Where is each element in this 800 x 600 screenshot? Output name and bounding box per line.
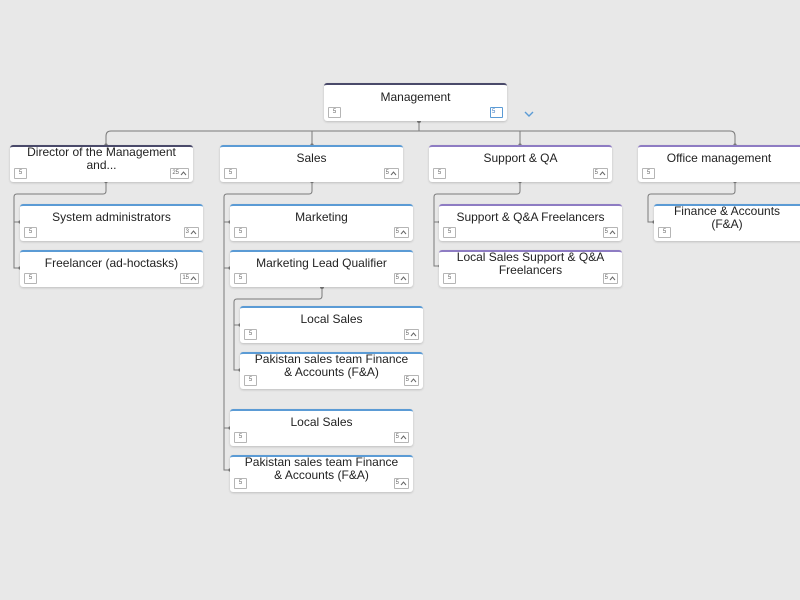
node-title: Local Sales [290, 415, 353, 429]
node-title: Local Sales Support & Q&A Freelancers [456, 249, 605, 277]
chevron-up-icon [400, 480, 407, 487]
left-count-badge: 5 [244, 375, 257, 386]
left-count-badge: 5 [443, 273, 456, 284]
count-text: 15 [182, 275, 189, 281]
chevron-up-icon [400, 229, 407, 236]
node-title: Marketing [295, 210, 348, 224]
chevron-up-icon [190, 275, 197, 282]
expand-badge[interactable]: 5 [403, 329, 419, 340]
chevron-up-icon [400, 434, 407, 441]
expand-badge[interactable]: 25 [170, 168, 189, 179]
chevron-up-icon [410, 331, 417, 338]
count-text: 5 [405, 377, 409, 383]
chevron-up-icon [609, 229, 616, 236]
count-text: 5 [395, 434, 399, 440]
left-count-badge: 5 [234, 478, 247, 489]
expand-badge[interactable]: 5 [602, 273, 618, 284]
node-title: Marketing Lead Qualifier [256, 256, 387, 270]
left-count-badge: 5 [642, 168, 655, 179]
node-local-sales[interactable]: Local Sales 5 5 [230, 409, 413, 446]
count-text: 5 [492, 109, 496, 115]
node-pakistan-sales-team-sub[interactable]: Pakistan sales team Finance & Accounts (… [240, 352, 423, 389]
left-count-badge: 5 [224, 168, 237, 179]
chevron-up-icon [599, 170, 606, 177]
node-management[interactable]: Management 5 5 [324, 83, 507, 121]
node-title: Freelancer (ad-hoctasks) [44, 256, 179, 270]
node-title: Pakistan sales team Finance & Accounts (… [254, 351, 409, 379]
left-count-badge: 5 [658, 227, 671, 238]
count-text: 5 [604, 229, 608, 235]
expand-badge[interactable]: 5 [592, 168, 608, 179]
node-title: Management [380, 89, 451, 104]
node-pakistan-sales-team[interactable]: Pakistan sales team Finance & Accounts (… [230, 455, 413, 492]
chevron-up-icon [180, 170, 187, 177]
expand-badge[interactable]: 5 [393, 273, 409, 284]
expand-badge[interactable]: 5 [393, 478, 409, 489]
node-title: Director of the Management and... [27, 144, 176, 172]
node-office-management[interactable]: Office management 5 [638, 145, 800, 182]
node-sales[interactable]: Sales 5 5 [220, 145, 403, 182]
node-support-qa-freelancers[interactable]: Support & Q&A Freelancers 5 5 [439, 204, 622, 241]
expand-badge[interactable]: 15 [180, 273, 199, 284]
node-local-sales-support-freelancers[interactable]: Local Sales Support & Q&A Freelancers 5 … [439, 250, 622, 287]
right-count-badge[interactable]: 5 [490, 107, 503, 118]
node-system-administrators[interactable]: System administrators 5 3 [20, 204, 203, 241]
node-title: Office management [666, 151, 772, 165]
node-director[interactable]: Director of the Management and... 5 25 [10, 145, 193, 182]
node-freelancer[interactable]: Freelancer (ad-hoctasks) 5 15 [20, 250, 203, 287]
node-title: Sales [296, 151, 327, 165]
chevron-up-icon [609, 275, 616, 282]
expand-badge[interactable]: 5 [403, 375, 419, 386]
expand-badge[interactable]: 5 [393, 227, 409, 238]
left-count-badge: 5 [24, 227, 37, 238]
left-count-badge: 5 [14, 168, 27, 179]
count-text: 5 [395, 480, 399, 486]
left-count-badge: 5 [234, 227, 247, 238]
node-title: Support & Q&A Freelancers [456, 210, 605, 224]
chevron-up-icon [410, 377, 417, 384]
count-text: 3 [185, 229, 189, 235]
node-title: Support & QA [483, 151, 558, 165]
left-count-badge: 5 [234, 432, 247, 443]
node-finance-accounts[interactable]: Finance & Accounts (F&A) 5 [654, 204, 800, 241]
expand-badge[interactable]: 5 [393, 432, 409, 443]
left-count-badge: 5 [234, 273, 247, 284]
count-text: 25 [172, 170, 179, 176]
count-text: 5 [405, 331, 409, 337]
node-marketing-lead-qualifier[interactable]: Marketing Lead Qualifier 5 5 [230, 250, 413, 287]
node-title: Pakistan sales team Finance & Accounts (… [244, 454, 399, 482]
count-text: 5 [395, 275, 399, 281]
left-count-badge: 5 [244, 329, 257, 340]
node-title: System administrators [52, 210, 171, 224]
node-title: Finance & Accounts (F&A) [673, 203, 781, 231]
left-count-badge: 5 [443, 227, 456, 238]
chevron-down-icon[interactable] [523, 106, 535, 117]
node-support-qa[interactable]: Support & QA 5 5 [429, 145, 612, 182]
chevron-up-icon [400, 275, 407, 282]
left-count-badge: 5 [24, 273, 37, 284]
count-text: 5 [385, 170, 389, 176]
count-text: 5 [395, 229, 399, 235]
chevron-up-icon [190, 229, 197, 236]
expand-badge[interactable]: 5 [602, 227, 618, 238]
expand-badge[interactable]: 3 [183, 227, 199, 238]
expand-badge[interactable]: 5 [383, 168, 399, 179]
node-local-sales-sub[interactable]: Local Sales 5 5 [240, 306, 423, 343]
chevron-up-icon [390, 170, 397, 177]
left-count-badge: 5 [328, 107, 341, 118]
count-text: 5 [604, 275, 608, 281]
left-count-badge: 5 [433, 168, 446, 179]
node-marketing[interactable]: Marketing 5 5 [230, 204, 413, 241]
node-title: Local Sales [300, 312, 363, 326]
count-text: 5 [594, 170, 598, 176]
